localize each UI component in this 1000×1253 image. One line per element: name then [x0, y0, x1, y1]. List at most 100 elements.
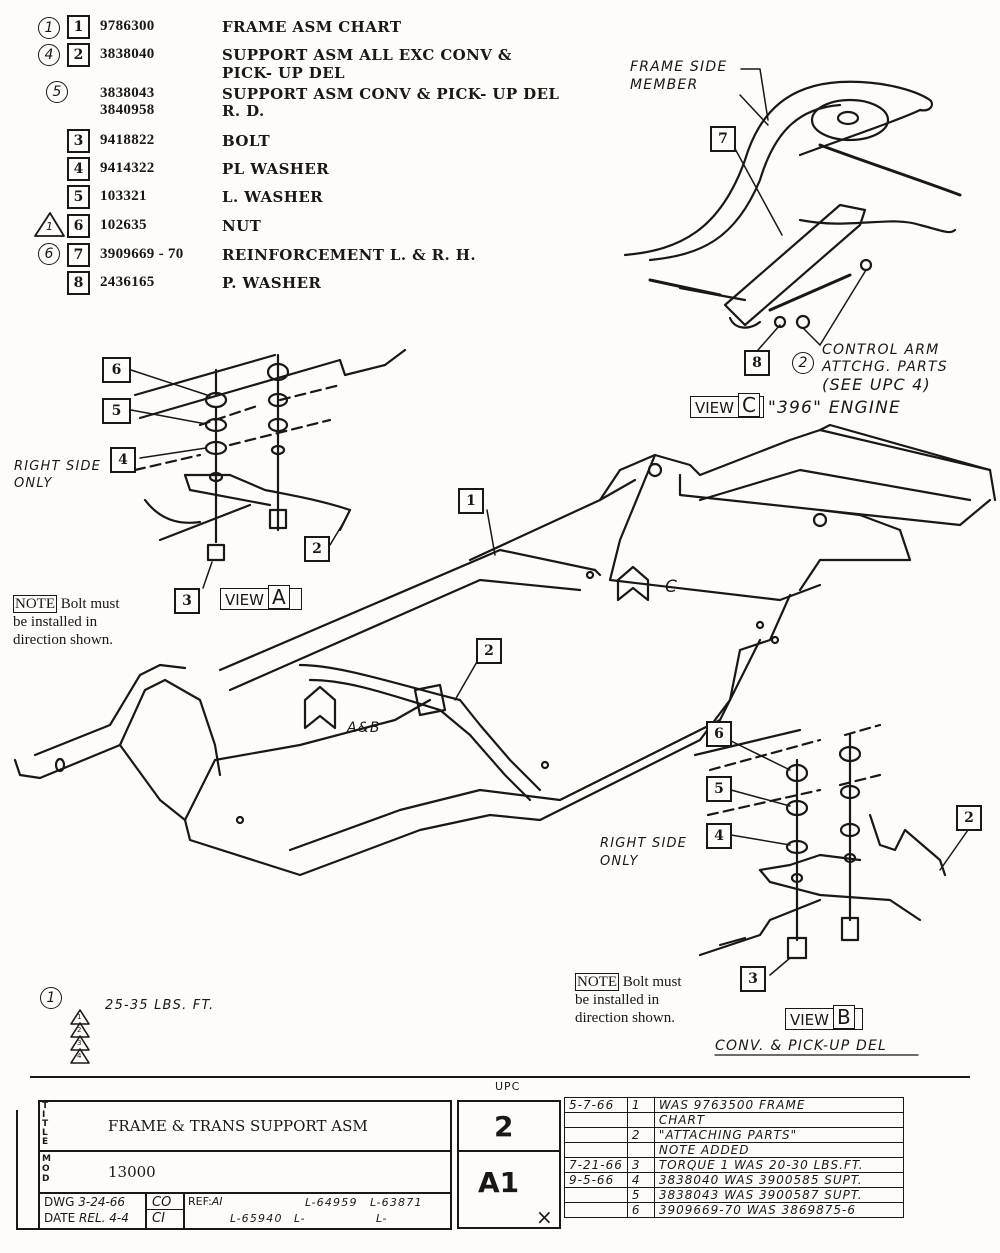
revision-text: NOTE ADDED — [653, 1142, 905, 1158]
revision-row: NOTE ADDED — [564, 1142, 905, 1158]
ref-number-box: 3 — [67, 129, 90, 153]
revision-sym: 2 — [626, 1127, 655, 1143]
conv-pickup-subtitle: CONV. & PICK-UP DEL — [715, 1038, 888, 1054]
label-line: ATTCHG. PARTS — [822, 359, 948, 375]
label-line: RIGHT SIDE — [14, 459, 102, 474]
ref-number-box: 5 — [102, 398, 131, 424]
part-description: PICK- UP DEL — [222, 64, 345, 82]
title-label: TITLE — [42, 1101, 49, 1147]
ref-number-box: 7 — [67, 243, 90, 267]
ref-number-box: 2 — [956, 805, 982, 831]
upc-outer-left-bar — [16, 1110, 18, 1228]
ref-number-box: 3 — [174, 588, 200, 614]
triangle-callout-label: 1 — [46, 220, 53, 233]
part-description: BOLT — [222, 132, 271, 150]
revision-date: 9-5-66 — [564, 1172, 628, 1188]
ref-number-box: 1 — [67, 15, 90, 39]
ref-number-box: 2 — [67, 43, 90, 67]
revision-text: CHART — [653, 1112, 905, 1128]
label-line: (SEE UPC 4) — [822, 375, 931, 394]
note-tag: NOTE — [13, 595, 57, 613]
label-line: RIGHT SIDE — [600, 836, 688, 851]
title-block-top-rule — [30, 1076, 970, 1078]
revision-date: 7-21-66 — [564, 1157, 628, 1173]
view-letter: C — [738, 393, 760, 417]
upc-divider — [459, 1150, 559, 1152]
release-label: REL. 4-4 — [79, 1211, 129, 1225]
frame-side-member-label: FRAME SIDE MEMBER — [630, 58, 727, 94]
torque-triangle-label: 1 — [77, 1013, 82, 1021]
part-description: NUT — [222, 217, 262, 235]
part-description: L. WASHER — [222, 188, 324, 206]
part-number: 9786300 — [100, 18, 155, 34]
right-side-only-label: RIGHT SIDE ONLY — [600, 835, 687, 871]
revision-sym: 1 — [626, 1097, 655, 1113]
callout-circle: 4 — [38, 44, 60, 66]
ref-number-box: 7 — [710, 126, 736, 152]
ci-code: CI — [152, 1211, 165, 1226]
l-ref: L-64959 — [305, 1196, 358, 1209]
view-c-frame-drawing — [623, 68, 962, 351]
part-number: 9414322 — [100, 160, 155, 176]
ref-number-box: 4 — [706, 823, 732, 849]
torque-triangle-stack — [70, 1009, 90, 1064]
note-line: be installed in — [575, 992, 660, 1008]
dwg-label: DWG — [44, 1195, 75, 1209]
upc-bottom-rule — [16, 1228, 450, 1230]
revision-text: 3838043 WAS 3900587 SUPT. — [653, 1187, 905, 1203]
torque-value: 25-35 LBS. FT. — [105, 998, 215, 1013]
upc-number: 2 — [494, 1110, 514, 1143]
label-line: ONLY — [14, 476, 53, 491]
revision-sym: 5 — [626, 1187, 655, 1203]
date-info: DATE REL. 4-4 — [44, 1211, 129, 1225]
torque-triangle-label: 2 — [77, 1026, 82, 1034]
view-c-label: VIEW C — [690, 393, 764, 418]
torque-triangle-label: 3 — [77, 1039, 82, 1047]
part-number: 2436165 — [100, 274, 155, 290]
ref-number-box: 8 — [67, 271, 90, 295]
ref-info: REF:AI — [188, 1195, 223, 1208]
revision-text: "ATTACHING PARTS" — [653, 1127, 905, 1143]
triangle-callout-icon — [34, 212, 65, 237]
part-description: SUPPORT ASM ALL EXC CONV & — [222, 46, 512, 64]
label-line: MEMBER — [630, 77, 699, 93]
torque-triangle-label: 4 — [77, 1052, 82, 1060]
bolt-direction-note: NOTE Bolt must be installed in direction… — [13, 595, 120, 649]
upc-label: UPC — [495, 1080, 521, 1093]
bolt-direction-note: NOTE Bolt must be installed in direction… — [575, 973, 682, 1027]
view-word: VIEW — [790, 1011, 829, 1029]
revision-sym: 6 — [626, 1202, 655, 1218]
part-description: PL WASHER — [222, 160, 330, 178]
l-ref: L-63871 — [370, 1196, 423, 1209]
co-ci-hrule — [145, 1209, 183, 1210]
view-b-bracket-drawing — [693, 723, 969, 1056]
revision-date — [564, 1202, 628, 1218]
note-line: Bolt must — [60, 596, 120, 612]
part-description: R. D. — [222, 102, 265, 120]
note-line: be installed in — [13, 614, 98, 630]
revision-row: 2"ATTACHING PARTS" — [564, 1127, 905, 1143]
label-line: CONTROL ARM — [822, 342, 940, 358]
note-tag: NOTE — [575, 973, 619, 991]
label-line: ONLY — [600, 854, 639, 869]
label-line: FRAME SIDE — [630, 59, 728, 75]
ref-label: REF: — [188, 1195, 212, 1208]
revision-row: CHART — [564, 1112, 905, 1128]
ref-number-box: 6 — [67, 214, 90, 238]
arrow-ab-label: A&B — [347, 720, 381, 736]
note-line: direction shown. — [575, 1010, 675, 1026]
ref-number-box: 1 — [458, 488, 484, 514]
mod-label: MOD — [42, 1154, 51, 1184]
callout-circle: 6 — [38, 243, 60, 265]
revision-date — [564, 1127, 628, 1143]
co-ci-divider — [145, 1192, 147, 1228]
callout-circle: 5 — [46, 81, 68, 103]
part-description: FRAME ASM CHART — [222, 18, 402, 36]
upc-box — [457, 1100, 561, 1229]
revision-date — [564, 1112, 628, 1128]
part-description: SUPPORT ASM CONV & PICK- UP DEL — [222, 85, 560, 103]
part-number: 3840958 — [100, 102, 155, 118]
part-number: 3838043 — [100, 85, 155, 101]
